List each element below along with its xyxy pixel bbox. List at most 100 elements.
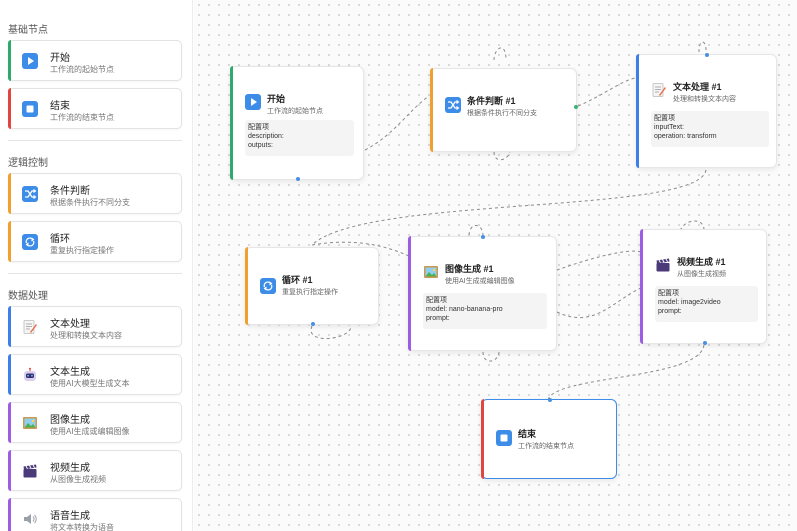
config-label: 配置项 xyxy=(426,297,447,304)
node-desc: 从图像生成视频 xyxy=(677,271,726,278)
speaker-icon xyxy=(22,511,38,527)
palette-item-label: 条件判断 xyxy=(50,186,90,197)
edge-loop-back xyxy=(310,325,352,340)
memo-icon xyxy=(22,319,38,335)
palette-item-label: 视频生成 xyxy=(50,463,90,474)
palette-item-label: 开始 xyxy=(50,53,70,64)
palette-item-text-generate[interactable]: 文本生成 使用AI大模型生成文本 xyxy=(8,354,182,395)
memo-icon xyxy=(651,82,667,98)
node-title: 开始 xyxy=(267,94,286,104)
edge-video-end xyxy=(547,344,705,401)
accent-bar xyxy=(230,66,233,180)
node-desc: 重复执行指定操作 xyxy=(282,289,338,296)
section-title-data: 数据处理 xyxy=(8,291,48,302)
accent-bar xyxy=(245,247,248,325)
config-line: model: nano-banana-pro xyxy=(426,306,503,313)
palette-item-desc: 重复执行指定操作 xyxy=(50,246,114,255)
palette-item-desc: 使用AI大模型生成文本 xyxy=(50,379,130,388)
config-line: inputText: xyxy=(654,124,684,131)
config-label: 配置项 xyxy=(658,290,679,297)
palette-item-end[interactable]: 结束 工作流的结束节点 xyxy=(8,88,182,129)
node-desc: 工作流的起始节点 xyxy=(267,108,323,115)
node-end[interactable]: 结束 工作流的结束节点 xyxy=(481,398,617,479)
play-icon xyxy=(22,53,38,69)
node-palette-sidebar: 基础节点 开始 工作流的起始节点 结束 工作流的结束节点 逻辑控制 条件判断 根… xyxy=(0,0,193,531)
picture-icon xyxy=(22,415,38,431)
palette-item-desc: 工作流的起始节点 xyxy=(50,65,114,74)
node-condition[interactable]: 条件判断 #1 根据条件执行不同分支 xyxy=(430,68,578,152)
palette-item-desc: 处理和转换文本内容 xyxy=(50,331,122,340)
palette-item-start[interactable]: 开始 工作流的起始节点 xyxy=(8,40,182,81)
edges-layer xyxy=(310,41,707,401)
palette-item-desc: 根据条件执行不同分支 xyxy=(50,198,130,207)
stop-icon xyxy=(22,101,38,117)
accent-bar xyxy=(636,54,639,168)
edge-image-video xyxy=(556,287,642,318)
picture-icon xyxy=(423,264,439,280)
node-image-generate[interactable]: 图像生成 #1 使用AI生成或编辑图像 配置项 model: nano-bana… xyxy=(408,235,557,351)
output-port[interactable] xyxy=(574,105,578,109)
input-port[interactable] xyxy=(705,53,709,57)
node-config-box: 配置项 inputText: operation: transform xyxy=(651,111,769,147)
output-port[interactable] xyxy=(296,177,300,181)
accent-bar xyxy=(640,229,643,344)
node-title: 结束 xyxy=(518,429,537,439)
node-start[interactable]: 开始 工作流的起始节点 配置项 description: outputs: xyxy=(230,66,364,181)
palette-item-text-process[interactable]: 文本处理 处理和转换文本内容 xyxy=(8,306,182,347)
accent-bar xyxy=(8,498,11,531)
workflow-canvas[interactable]: 开始 工作流的起始节点 配置项 description: outputs: 条件… xyxy=(194,0,797,531)
accent-bar xyxy=(8,450,11,491)
robot-icon xyxy=(22,367,38,383)
palette-item-label: 结束 xyxy=(50,101,70,112)
accent-bar xyxy=(408,236,411,351)
node-loop[interactable]: 循环 #1 重复执行指定操作 xyxy=(245,247,379,326)
palette-item-label: 循环 xyxy=(50,234,70,245)
palette-item-desc: 工作流的结束节点 xyxy=(50,113,114,122)
play-icon xyxy=(245,94,261,110)
palette-item-label: 文本生成 xyxy=(50,367,90,378)
accent-bar xyxy=(8,173,11,214)
stop-icon xyxy=(496,430,512,446)
palette-item-loop[interactable]: 循环 重复执行指定操作 xyxy=(8,221,182,262)
config-line: prompt: xyxy=(658,308,682,315)
config-label: 配置项 xyxy=(654,115,675,122)
input-port[interactable] xyxy=(481,235,485,239)
config-label: 配置项 xyxy=(248,124,269,131)
output-port[interactable] xyxy=(311,322,315,326)
node-desc: 使用AI生成或编辑图像 xyxy=(445,278,515,285)
edge-condition-back xyxy=(493,149,511,161)
input-port[interactable] xyxy=(548,398,552,402)
palette-item-speech-generate[interactable]: 语音生成 将文本转换为语音 xyxy=(8,498,182,531)
palette-item-desc: 使用AI生成或编辑图像 xyxy=(50,427,130,436)
accent-bar xyxy=(8,88,11,129)
edge-condition-loop xyxy=(493,47,507,61)
output-port[interactable] xyxy=(703,341,707,345)
palette-item-image-generate[interactable]: 图像生成 使用AI生成或编辑图像 xyxy=(8,402,182,443)
edge-start-condition xyxy=(364,95,430,151)
edge-condition-text xyxy=(577,77,636,107)
edge-image-loop xyxy=(468,225,484,237)
accent-bar xyxy=(8,306,11,347)
edge-loop-image xyxy=(311,241,410,257)
node-desc: 工作流的结束节点 xyxy=(518,443,574,450)
edge-video-text xyxy=(556,250,642,271)
repeat-icon xyxy=(22,234,38,250)
node-title: 条件判断 #1 xyxy=(467,96,516,106)
node-title: 图像生成 #1 xyxy=(445,264,494,274)
accent-bar xyxy=(8,354,11,395)
node-desc: 根据条件执行不同分支 xyxy=(467,110,537,117)
node-video-generate[interactable]: 视频生成 #1 从图像生成视频 配置项 model: image2video p… xyxy=(640,229,767,345)
edge-text-loop xyxy=(698,41,707,53)
section-divider xyxy=(8,273,182,274)
config-line: outputs: xyxy=(248,142,273,149)
node-title: 文本处理 #1 xyxy=(673,82,722,92)
palette-item-condition[interactable]: 条件判断 根据条件执行不同分支 xyxy=(8,173,182,214)
node-config-box: 配置项 model: nano-banana-pro prompt: xyxy=(423,293,547,329)
config-line: model: image2video xyxy=(658,299,721,306)
palette-item-desc: 将文本转换为语音 xyxy=(50,523,114,531)
palette-item-video-generate[interactable]: 视频生成 从图像生成视频 xyxy=(8,450,182,491)
palette-item-label: 语音生成 xyxy=(50,511,90,522)
palette-item-desc: 从图像生成视频 xyxy=(50,475,106,484)
node-text-process[interactable]: 文本处理 #1 处理和转换文本内容 配置项 inputText: operati… xyxy=(636,53,777,168)
accent-bar xyxy=(8,40,11,81)
